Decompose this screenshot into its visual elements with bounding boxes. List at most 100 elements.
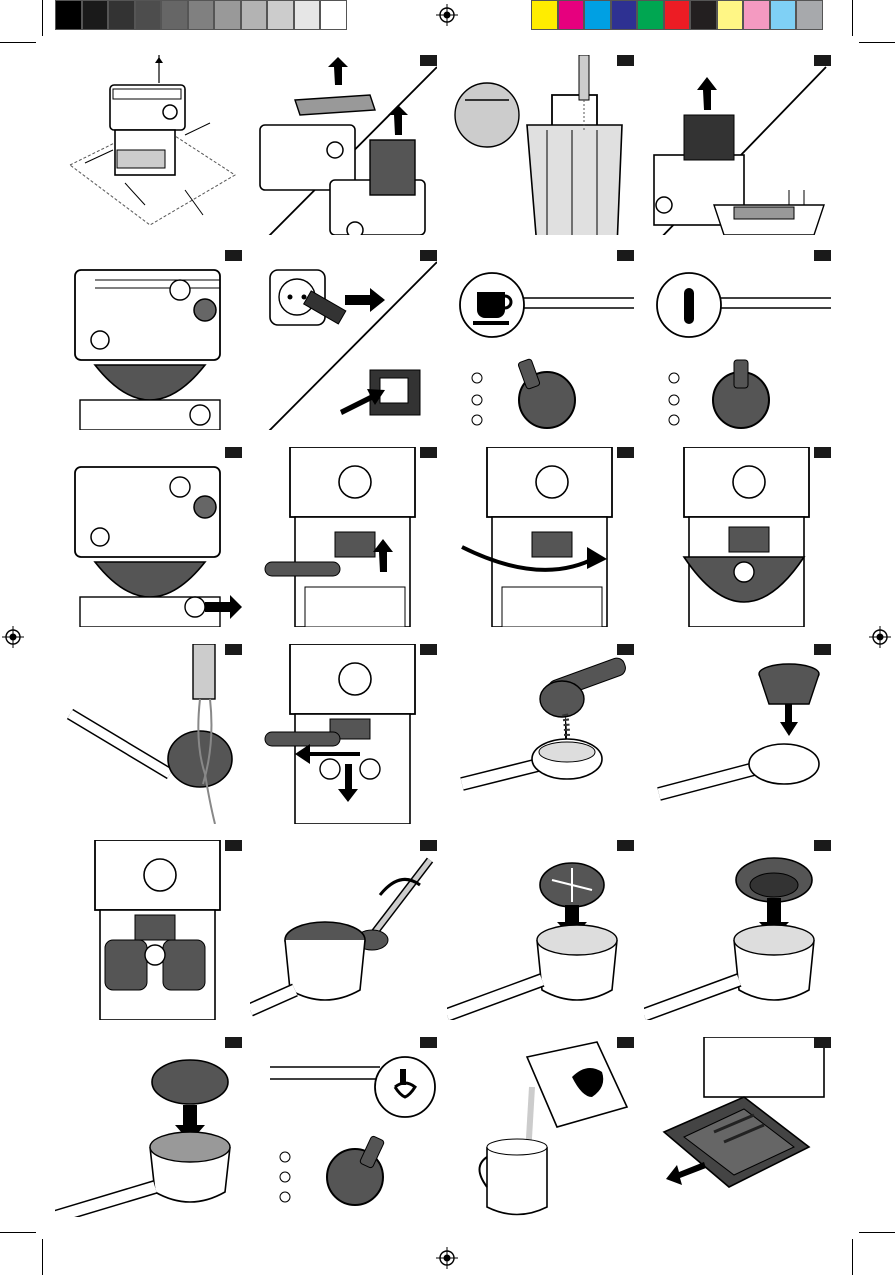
steam-position-illustration — [250, 1037, 437, 1217]
step-number-tab — [617, 447, 634, 458]
pod-filter-illustration — [644, 840, 831, 1020]
step-number-tab — [225, 1037, 242, 1048]
panel-dial-on — [644, 250, 831, 430]
brew-two-cups-illustration — [55, 840, 242, 1020]
pod-insert-illustration — [55, 1037, 242, 1217]
step-number-tab — [617, 644, 634, 655]
step-number-tab — [814, 840, 831, 851]
process-color-swatch — [690, 0, 717, 30]
gray-swatch — [82, 0, 109, 30]
step-number-tab — [225, 447, 242, 458]
crop-mark — [42, 0, 43, 36]
panel-insert-filter — [644, 644, 831, 824]
panel-pour-milk — [447, 1037, 634, 1217]
gray-swatch — [267, 0, 294, 30]
step-number-tab — [420, 447, 437, 458]
step-number-tab — [814, 55, 831, 66]
gray-swatch — [108, 0, 135, 30]
steam-off-bowl-illustration — [55, 447, 242, 627]
panel-steam-knob-bowl — [55, 250, 242, 430]
step-number-tab — [420, 1037, 437, 1048]
fill-water-tank-illustration — [447, 55, 634, 235]
scoop-ground-coffee-illustration — [447, 644, 634, 824]
registration-mark-bottom — [436, 1247, 458, 1269]
step-number-tab — [420, 55, 437, 66]
panel-lock-holder — [447, 447, 634, 627]
remove-holder-illustration — [250, 644, 437, 824]
panel-steam-position — [250, 1037, 437, 1217]
crop-mark — [852, 1239, 853, 1275]
crop-mark — [859, 1232, 895, 1233]
registration-mark-right — [869, 626, 891, 648]
crop-mark — [42, 1239, 43, 1275]
panel-plug-in-switch — [250, 250, 437, 430]
step-number-tab — [420, 840, 437, 851]
panel-empty-grounds — [250, 840, 437, 1020]
gray-swatch — [214, 0, 241, 30]
step-number-tab — [814, 644, 831, 655]
panel-steam-off-bowl — [55, 447, 242, 627]
process-color-swatch — [717, 0, 744, 30]
step-number-tab — [225, 644, 242, 655]
pod-holder-illustration — [447, 840, 634, 1020]
grayscale-color-bar — [55, 0, 347, 30]
process-color-swatch — [770, 0, 797, 30]
plug-in-switch-illustration — [250, 250, 437, 430]
panel-dial-coffee — [447, 250, 634, 430]
machine-clearance-illustration — [55, 55, 242, 235]
remove-lid-tank-illustration — [250, 55, 437, 235]
steam-knob-bowl-illustration — [55, 250, 242, 430]
panel-remove-drip-tray — [644, 1037, 831, 1217]
panel-fill-water-tank — [447, 55, 634, 235]
panel-pod-insert — [55, 1037, 242, 1217]
step-number-tab — [617, 1037, 634, 1048]
panel-brew-two-cups — [55, 840, 242, 1020]
step-number-tab — [814, 250, 831, 261]
panel-insert-holder — [250, 447, 437, 627]
process-color-swatch — [637, 0, 664, 30]
gray-swatch — [135, 0, 162, 30]
rinse-holder-illustration — [55, 644, 242, 824]
empty-grounds-illustration — [250, 840, 437, 1020]
step-number-tab — [617, 55, 634, 66]
step-number-tab — [814, 447, 831, 458]
step-number-tab — [225, 250, 242, 261]
process-color-swatch — [796, 0, 823, 30]
insert-filter-illustration — [644, 644, 831, 824]
pour-milk-illustration — [447, 1037, 634, 1217]
process-color-swatch — [531, 0, 558, 30]
panel-insert-tank — [644, 55, 831, 235]
gray-swatch — [161, 0, 188, 30]
panel-pod-holder — [447, 840, 634, 1020]
process-color-swatch — [664, 0, 691, 30]
step-number-tab — [420, 250, 437, 261]
step-number-tab — [225, 840, 242, 851]
dial-on-illustration — [644, 250, 831, 430]
gray-swatch — [320, 0, 347, 30]
crop-mark — [859, 42, 895, 43]
panel-machine-clearance — [55, 55, 242, 235]
dial-coffee-illustration — [447, 250, 634, 430]
registration-mark-top — [436, 4, 458, 26]
process-color-swatch — [558, 0, 585, 30]
step-number-tab — [617, 840, 634, 851]
gray-swatch — [241, 0, 268, 30]
process-color-swatch — [584, 0, 611, 30]
lock-holder-illustration — [447, 447, 634, 627]
step-number-tab — [420, 644, 437, 655]
crop-mark — [0, 1232, 36, 1233]
crop-mark — [0, 42, 36, 43]
panel-pod-filter — [644, 840, 831, 1020]
brew-into-bowl-illustration — [644, 447, 831, 627]
process-color-bar — [531, 0, 823, 30]
gray-swatch — [55, 0, 82, 30]
registration-mark-left — [2, 626, 24, 648]
process-color-swatch — [743, 0, 770, 30]
insert-holder-illustration — [250, 447, 437, 627]
panel-brew-into-bowl — [644, 447, 831, 627]
step-number-tab — [617, 250, 634, 261]
remove-drip-tray-illustration — [644, 1037, 831, 1217]
step-number-tab — [814, 1037, 831, 1048]
panel-remove-holder — [250, 644, 437, 824]
crop-mark — [852, 0, 853, 36]
